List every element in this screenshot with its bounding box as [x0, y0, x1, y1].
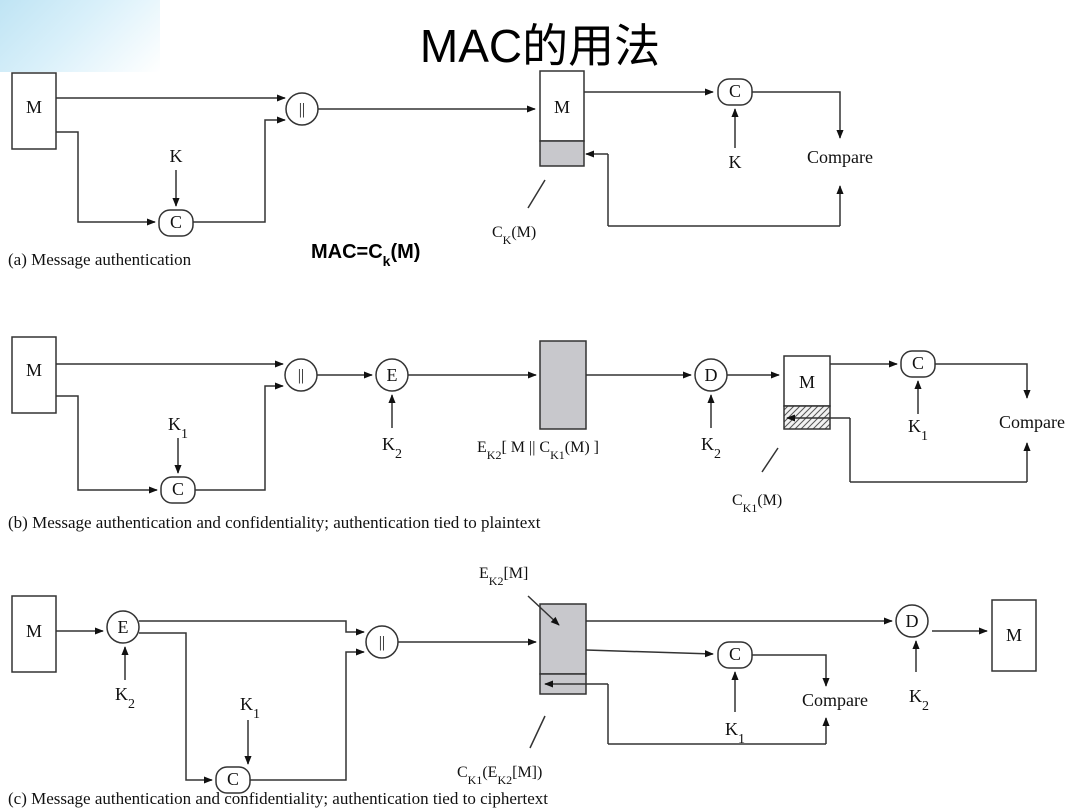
concat-label: || — [299, 101, 305, 118]
line-encrypt-to-mac — [139, 632, 213, 784]
key1-label: K1 — [725, 719, 745, 747]
key1-label: K1 — [168, 414, 188, 442]
line-encrypt-to-concat — [139, 620, 365, 636]
message-box — [11, 72, 57, 150]
packet-message-box — [783, 355, 831, 407]
mac-function-label: C — [227, 769, 239, 789]
mac-value-label: CK1(EK2[M]) — [457, 764, 542, 787]
packet-message-label: M — [799, 372, 815, 392]
verify-mac-label: C — [912, 353, 924, 373]
mac-function-label: C — [170, 212, 182, 232]
mac-value-label: CK1(M) — [732, 492, 782, 515]
mac-pointer-line — [529, 715, 546, 749]
mac-function-label: C — [172, 479, 184, 499]
line-mac-to-concat — [193, 116, 286, 223]
line-mac-to-concat — [250, 648, 365, 781]
output-message-label: M — [1006, 625, 1022, 645]
decrypt-label: D — [906, 611, 919, 631]
caption-c: (c) Message authentication and confident… — [8, 789, 548, 808]
caption-b: (b) Message authentication and confident… — [8, 513, 541, 532]
key1-label: K1 — [240, 694, 260, 722]
ciphertext-label: EK2[ M || CK1(M) ] — [477, 439, 599, 462]
output-message-box — [991, 599, 1037, 672]
concat-label: || — [298, 367, 304, 384]
key2-label: K2 — [909, 686, 929, 714]
encrypt-label: E — [118, 617, 129, 637]
corner-decoration — [0, 0, 160, 72]
decrypt-circle — [895, 604, 929, 638]
decrypt-label: D — [705, 365, 718, 385]
ciphertext-pointer-line — [527, 595, 560, 626]
key1-label: K1 — [908, 416, 928, 444]
panel-a-message-authentication: M C K || M C K Compare CK(M) MAC=Ck(M) (… — [8, 70, 873, 269]
compare-label: Compare — [999, 412, 1065, 432]
key2-label: K2 — [382, 434, 402, 462]
ciphertext-label: EK2[M] — [479, 565, 528, 588]
message-box — [11, 336, 57, 414]
message-label: M — [26, 621, 42, 641]
mac-pointer-line — [527, 179, 546, 209]
slide-title: MAC的用法 — [419, 20, 661, 72]
message-box — [11, 595, 57, 673]
packet-mac-box — [539, 140, 585, 167]
message-label: M — [26, 360, 42, 380]
encrypt-label: E — [387, 365, 398, 385]
line-verify-to-compare — [935, 363, 1031, 399]
line-packet-to-verify — [585, 649, 714, 658]
packet-message-box — [539, 70, 585, 142]
line-m-to-mac — [56, 131, 156, 226]
mac-function-box — [158, 209, 194, 237]
key-label: K — [170, 146, 183, 166]
line-verify-to-compare — [752, 91, 844, 139]
mac-pointer-line — [761, 447, 779, 473]
line-verify-to-compare — [752, 654, 830, 687]
ciphertext-box — [539, 340, 587, 430]
line-m-to-mac — [56, 395, 158, 494]
mac-formula: MAC=Ck(M) — [311, 241, 420, 269]
key2-label: K2 — [115, 684, 135, 712]
verify-mac-label: C — [729, 81, 741, 101]
mac-value-label: CK(M) — [492, 224, 536, 247]
key2-label: K2 — [701, 434, 721, 462]
verify-mac-label: C — [729, 644, 741, 664]
caption-a: (a) Message authentication — [8, 250, 192, 269]
packet-message-label: M — [554, 97, 570, 117]
compare-label: Compare — [807, 147, 873, 167]
verify-key-label: K — [729, 152, 742, 172]
concat-label: || — [379, 634, 385, 651]
line-mac-to-concat — [195, 382, 284, 491]
panel-b-plaintext-authentication: M C K1 || E K2 EK2[ M || CK1(M) ] D K2 M… — [8, 336, 1065, 532]
panel-c-ciphertext-authentication: M E K2 C K1 || EK2[M] D K2 M C K1 — [8, 565, 1037, 808]
message-label: M — [26, 97, 42, 117]
compare-label: Compare — [802, 690, 868, 710]
encrypt-circle — [106, 610, 140, 644]
